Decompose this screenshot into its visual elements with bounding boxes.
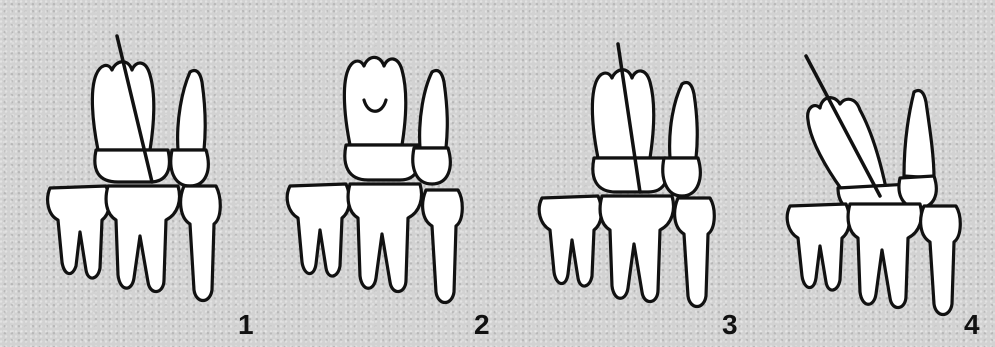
lower-molar-center xyxy=(106,186,179,292)
panel-3: 3 xyxy=(539,44,737,340)
upper-molar-tooth xyxy=(344,57,405,145)
upper-molar-tooth xyxy=(92,62,153,150)
panel-label-1: 1 xyxy=(238,309,254,340)
upper-molar-crown xyxy=(95,150,170,182)
upper-narrow-tooth xyxy=(420,70,448,148)
panel-2: 2 xyxy=(287,57,489,340)
upper-narrow-crown xyxy=(663,158,700,196)
panel-label-2: 2 xyxy=(474,309,490,340)
lower-molar-left xyxy=(287,184,349,276)
upper-narrow-crown xyxy=(171,150,208,186)
upper-molar-crown xyxy=(593,158,668,192)
upper-narrow-tooth xyxy=(178,70,206,150)
panel-1: 1 xyxy=(48,36,254,340)
lower-molar-center xyxy=(848,204,921,308)
lower-molar-left xyxy=(787,204,849,290)
lower-premolar-right xyxy=(181,186,221,301)
upper-molar-tooth-tilted xyxy=(808,98,886,190)
panel-label-4: 4 xyxy=(964,309,980,340)
upper-narrow-tooth xyxy=(904,90,934,178)
upper-molar-crown xyxy=(345,145,420,180)
panel-label-3: 3 xyxy=(722,309,738,340)
upper-narrow-crown xyxy=(413,148,450,184)
lower-premolar-right xyxy=(423,190,463,303)
panel-4: 4 xyxy=(787,56,980,340)
upper-narrow-tooth xyxy=(670,82,698,158)
lower-molar-left xyxy=(539,196,601,286)
lower-molar-center xyxy=(348,184,421,292)
lower-molar-center xyxy=(600,196,673,302)
lower-premolar-right xyxy=(921,206,961,315)
lower-premolar-right xyxy=(675,198,715,307)
lower-molar-left xyxy=(48,186,110,278)
